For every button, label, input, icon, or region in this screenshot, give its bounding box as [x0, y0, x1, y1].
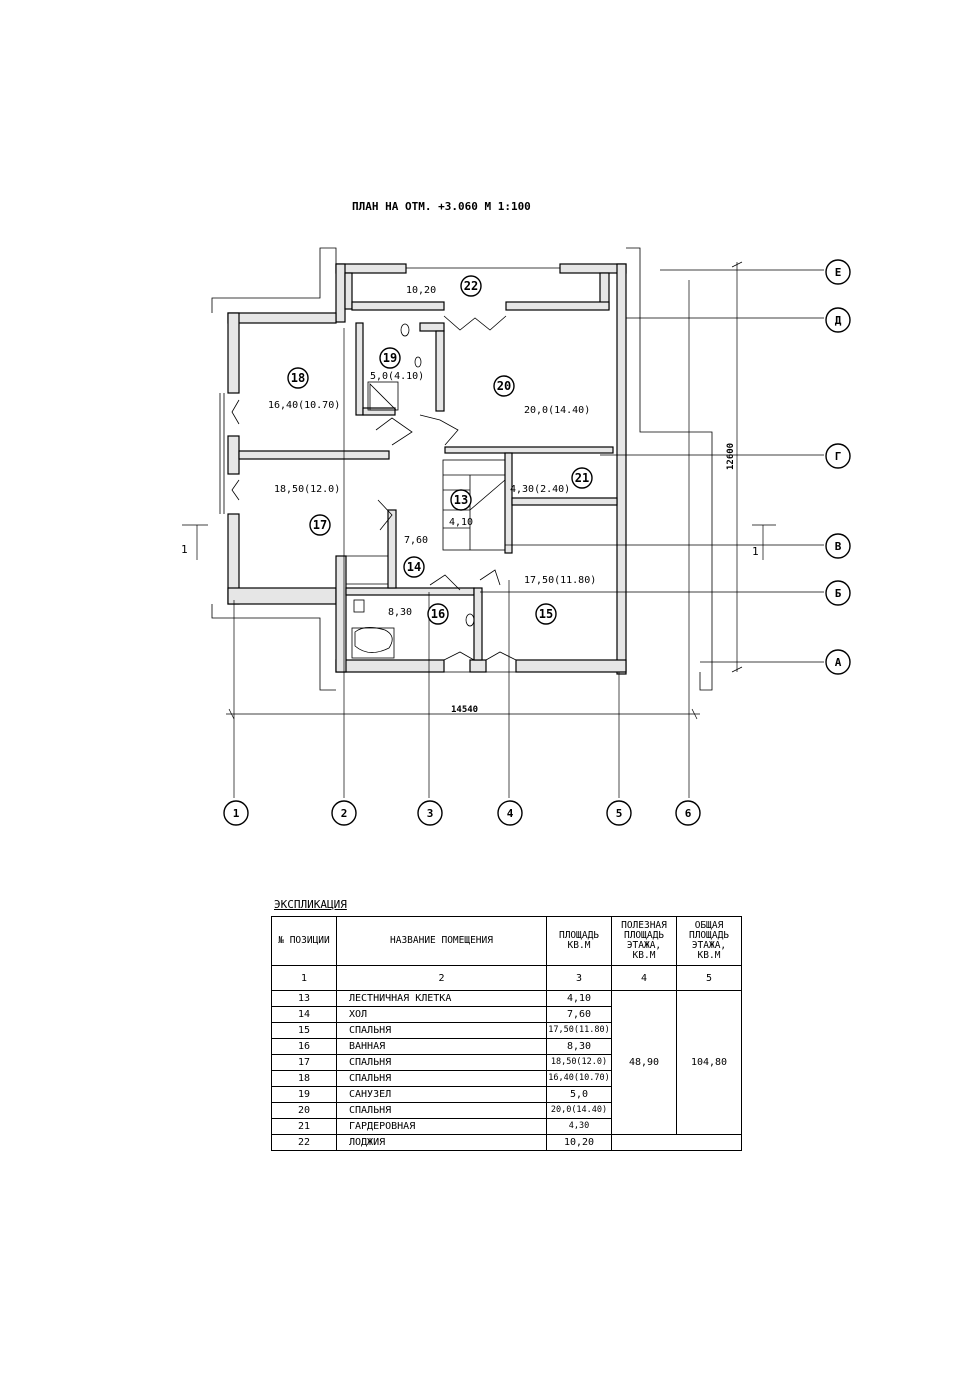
room-number-19: 19	[383, 351, 397, 365]
axis-label-6: 6	[685, 807, 692, 820]
row-position: 21	[271, 1118, 337, 1135]
plan-title: ПЛАН НА ОТМ. +3.060 М 1:100	[352, 200, 531, 213]
axis-label-5: 5	[616, 807, 623, 820]
room-area-19: 5,0(4.10)	[370, 371, 424, 382]
row-position: 22	[271, 1134, 337, 1151]
row-area: 20,0(14.40)	[546, 1102, 612, 1119]
section-mark-right: 1	[752, 545, 759, 558]
axis-y-markers: Е Д Г В Б А	[825, 259, 851, 675]
table-row: 14 ХОЛ 7,60	[271, 1006, 742, 1023]
table-row: 22 ЛОДЖИЯ 10,20	[271, 1134, 742, 1151]
row-name: ГАРДЕРОВНАЯ	[336, 1118, 547, 1135]
row-area: 4,10	[546, 990, 612, 1007]
room-number-20: 20	[497, 379, 511, 393]
table-column-numbers: 1 2 3 4 5	[271, 965, 742, 991]
header-total-area: ОБЩАЯ ПЛОЩАДЬ ЭТАЖА, КВ.М	[676, 916, 742, 966]
row-position: 19	[271, 1086, 337, 1103]
outer-walls	[211, 247, 713, 691]
room-area-16: 8,30	[388, 607, 412, 618]
axis-label-3: 3	[427, 807, 434, 820]
room-number-21: 21	[575, 471, 589, 485]
axis-label-A: А	[835, 656, 842, 669]
row-area: 16,40(10.70)	[546, 1070, 612, 1087]
dim-width: 14540	[451, 705, 478, 715]
table-row: 18 СПАЛЬНЯ 16,40(10.70)	[271, 1070, 742, 1087]
section-mark-left: 1	[181, 543, 188, 556]
column-number: 5	[676, 965, 742, 991]
room-labels: 22 10,20 19 5,0(4.10) 18 16,40(10.70) 20…	[268, 275, 596, 625]
table-row: 16 ВАННАЯ 8,30	[271, 1038, 742, 1055]
empty-cell	[611, 1134, 742, 1151]
room-number-14: 14	[407, 560, 421, 574]
floor-plan: ПЛАН НА ОТМ. +3.060 М 1:100	[181, 200, 851, 826]
row-name: ВАННАЯ	[336, 1038, 547, 1055]
axis-label-D: Д	[835, 314, 842, 327]
table-row: 15 СПАЛЬНЯ 17,50(11.80)	[271, 1022, 742, 1039]
row-name: СПАЛЬНЯ	[336, 1102, 547, 1119]
row-position: 18	[271, 1070, 337, 1087]
useful-area-value: 48,90	[611, 990, 677, 1135]
row-position: 20	[271, 1102, 337, 1119]
table-header-row: № ПОЗИЦИИ НАЗВАНИЕ ПОМЕЩЕНИЯ ПЛОЩАДЬ КВ.…	[271, 916, 742, 966]
table-row: 17 СПАЛЬНЯ 18,50(12.0)	[271, 1054, 742, 1071]
room-area-13: 4,10	[449, 517, 473, 528]
room-area-15: 17,50(11.80)	[524, 575, 596, 586]
table-row: 21 ГАРДЕРОВНАЯ 4,30	[271, 1118, 742, 1135]
row-position: 15	[271, 1022, 337, 1039]
room-number-15: 15	[539, 607, 553, 621]
row-name: СПАЛЬНЯ	[336, 1070, 547, 1087]
column-number: 1	[271, 965, 337, 991]
row-name: ЛЕСТНИЧНАЯ КЛЕТКА	[336, 990, 547, 1007]
row-name: СПАЛЬНЯ	[336, 1022, 547, 1039]
row-area: 4,30	[546, 1118, 612, 1135]
header-room-name: НАЗВАНИЕ ПОМЕЩЕНИЯ	[336, 916, 547, 966]
row-area: 8,30	[546, 1038, 612, 1055]
axis-label-2: 2	[341, 807, 348, 820]
column-number: 2	[336, 965, 547, 991]
room-number-22: 22	[464, 279, 478, 293]
header-position: № ПОЗИЦИИ	[271, 916, 337, 966]
row-area: 17,50(11.80)	[546, 1022, 612, 1039]
header-useful-area: ПОЛЕЗНАЯ ПЛОЩАДЬ ЭТАЖА, КВ.М	[611, 916, 677, 966]
room-area-18: 16,40(10.70)	[268, 400, 340, 411]
row-name: САНУЗЕЛ	[336, 1086, 547, 1103]
explication-table: № ПОЗИЦИИ НАЗВАНИЕ ПОМЕЩЕНИЯ ПЛОЩАДЬ КВ.…	[271, 916, 742, 1151]
axis-label-E: Е	[835, 266, 842, 279]
row-area: 10,20	[546, 1134, 612, 1151]
room-area-20: 20,0(14.40)	[524, 405, 590, 416]
row-position: 13	[271, 990, 337, 1007]
row-position: 17	[271, 1054, 337, 1071]
row-position: 16	[271, 1038, 337, 1055]
room-number-17: 17	[313, 518, 327, 532]
column-number: 3	[546, 965, 612, 991]
total-area-value: 104,80	[676, 990, 742, 1135]
room-area-14: 7,60	[404, 535, 428, 546]
row-name: СПАЛЬНЯ	[336, 1054, 547, 1071]
axis-x-markers: 1 2 3 4 5 6	[223, 800, 701, 826]
row-area: 5,0	[546, 1086, 612, 1103]
axis-label-G: Г	[835, 450, 842, 463]
dim-height: 12600	[726, 443, 736, 470]
row-name: ХОЛ	[336, 1006, 547, 1023]
room-number-18: 18	[291, 371, 305, 385]
header-area: ПЛОЩАДЬ КВ.М	[546, 916, 612, 966]
row-position: 14	[271, 1006, 337, 1023]
column-number: 4	[611, 965, 677, 991]
axis-label-1: 1	[233, 807, 240, 820]
axis-label-4: 4	[507, 807, 514, 820]
row-area: 18,50(12.0)	[546, 1054, 612, 1071]
room-area-21: 4,30(2.40)	[510, 484, 570, 495]
room-area-17: 18,50(12.0)	[274, 484, 340, 495]
explication-title: ЭКСПЛИКАЦИЯ	[274, 898, 347, 911]
table-row: 13 ЛЕСТНИЧНАЯ КЛЕТКА 4,10 48,90 104,80	[271, 990, 742, 1135]
row-area: 7,60	[546, 1006, 612, 1023]
axis-label-V: В	[835, 540, 842, 553]
room-area-22: 10,20	[406, 285, 436, 296]
room-number-16: 16	[431, 607, 445, 621]
row-name: ЛОДЖИЯ	[336, 1134, 547, 1151]
interior-walls	[231, 315, 618, 661]
axis-lines	[182, 261, 824, 798]
axis-label-B: Б	[835, 587, 842, 600]
room-number-13: 13	[454, 493, 468, 507]
